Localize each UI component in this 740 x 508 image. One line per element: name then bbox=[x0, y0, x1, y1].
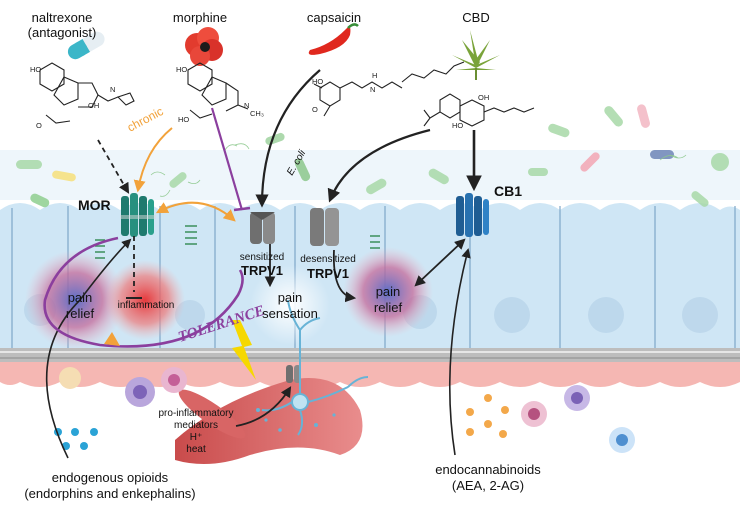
svg-text:HO: HO bbox=[178, 115, 189, 124]
svg-text:HO: HO bbox=[176, 65, 187, 74]
vessel-opening bbox=[178, 389, 246, 439]
morphine-inhibit-bar bbox=[233, 206, 251, 212]
endocannabinoids-sublabel: (AEA, 2-AG) bbox=[452, 478, 524, 493]
svg-text:H: H bbox=[372, 71, 377, 80]
pill-icon bbox=[67, 31, 105, 60]
pro-inflammatory-label-1: pro-inflammatory bbox=[158, 408, 233, 419]
pain-sensation-label-2: sensation bbox=[262, 306, 318, 321]
chronic-label: chronic bbox=[125, 104, 166, 135]
endogenous-opioid-dots bbox=[54, 428, 98, 450]
endogenous-opioids-label: endogenous opioids bbox=[52, 470, 169, 485]
pain-relief-right-label-2: relief bbox=[374, 300, 403, 315]
svg-text:OH: OH bbox=[478, 93, 489, 102]
tolerance-loop bbox=[43, 236, 244, 348]
cb1-relief-arrow bbox=[414, 238, 466, 287]
svg-text:OH: OH bbox=[88, 101, 99, 110]
cbd-to-trpv1-arrow bbox=[327, 128, 431, 203]
naltrexone-dashed-arrow bbox=[97, 139, 130, 194]
naltrexone-structure bbox=[39, 62, 135, 124]
tolerance-arrowhead bbox=[104, 332, 120, 346]
endogenous-opioid-arrow bbox=[45, 238, 132, 459]
trpv1-desensitized-label: TRPV1 bbox=[307, 266, 349, 281]
inflammation-label: inflammation bbox=[118, 300, 175, 311]
trpv1-sensitized-label: TRPV1 bbox=[241, 263, 283, 278]
chronic-arrow bbox=[133, 127, 173, 193]
capsaicin-structure bbox=[313, 61, 465, 117]
svg-text:CH₃: CH₃ bbox=[250, 109, 264, 118]
desensitized-to-relief-arrow bbox=[332, 249, 357, 303]
pro-inflammatory-label-4: heat bbox=[186, 444, 206, 455]
mor-receptor bbox=[120, 193, 156, 237]
capsaicin-label: capsaicin bbox=[307, 10, 361, 25]
svg-text:N: N bbox=[370, 85, 375, 94]
lightning-bolt-icon bbox=[232, 320, 256, 380]
bacteria-group bbox=[16, 104, 729, 208]
svg-text:O: O bbox=[312, 105, 318, 114]
endocannabinoid-arrow bbox=[448, 248, 471, 456]
inflammation-glow bbox=[105, 260, 185, 340]
cb1-label: CB1 bbox=[494, 183, 522, 199]
basement-membrane bbox=[0, 348, 740, 362]
svg-text:N: N bbox=[244, 101, 249, 110]
bacteria-flagella bbox=[150, 143, 687, 197]
pain-relief-left-label-1: pain bbox=[68, 290, 93, 305]
sensitized-label: sensitized bbox=[240, 252, 284, 263]
immune-cells bbox=[59, 367, 635, 453]
morphine-structure bbox=[187, 62, 249, 119]
naltrexone-sublabel: (antagonist) bbox=[28, 25, 97, 40]
trpv1-desensitized-channel bbox=[310, 208, 339, 246]
mor-label: MOR bbox=[78, 197, 111, 213]
mediators-arrow bbox=[235, 386, 292, 427]
morphine-inhibit-line bbox=[210, 107, 244, 211]
pro-inflammatory-label-3: H⁺ bbox=[190, 432, 203, 443]
pain-sensation-label-1: pain bbox=[278, 290, 303, 305]
trpv1-sensitized-channel bbox=[250, 212, 275, 244]
svg-text:HO: HO bbox=[452, 121, 463, 130]
cbd-label: CBD bbox=[462, 10, 489, 25]
cbd-structure bbox=[423, 93, 535, 127]
mor-trpv1-crosstalk-arrow bbox=[155, 201, 236, 222]
morphine-label: morphine bbox=[173, 10, 227, 25]
cb1-receptor bbox=[456, 193, 489, 237]
nerve-fibers bbox=[95, 225, 380, 259]
tissue-layer bbox=[0, 362, 740, 387]
svg-text:HO: HO bbox=[312, 77, 323, 86]
endocannabinoids-label: endocannabinoids bbox=[435, 462, 541, 477]
pro-inflammatory-label-2: mediators bbox=[174, 420, 218, 431]
desensitized-label: desensitized bbox=[300, 254, 356, 265]
svg-text:N: N bbox=[110, 85, 115, 94]
naltrexone-label: naltrexone bbox=[32, 10, 93, 25]
cannabis-leaf-icon bbox=[452, 30, 500, 80]
svg-text:HO: HO bbox=[30, 65, 41, 74]
pain-relief-glow-right bbox=[343, 247, 433, 337]
endogenous-opioids-sublabel: (endorphins and enkephalins) bbox=[24, 486, 195, 501]
pain-relief-right-label-1: pain bbox=[376, 284, 401, 299]
pain-relief-left-label-2: relief bbox=[66, 306, 95, 321]
endocannabinoid-dots bbox=[466, 394, 509, 438]
neuron-dots bbox=[256, 408, 336, 432]
chili-pepper-icon bbox=[308, 23, 359, 55]
sensory-neuron bbox=[261, 299, 369, 436]
svg-text:O: O bbox=[36, 121, 42, 130]
poppy-flower-icon bbox=[185, 27, 223, 66]
capsaicin-arrow bbox=[255, 69, 321, 208]
